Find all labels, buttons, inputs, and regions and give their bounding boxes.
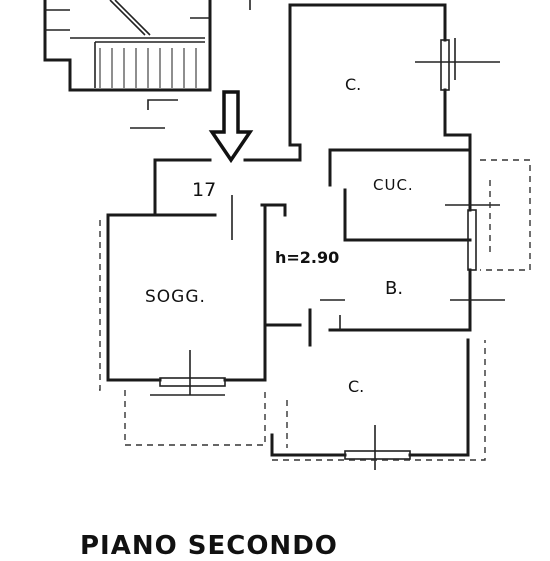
room-label-kitchen: CUC. xyxy=(373,176,414,194)
windows xyxy=(150,38,505,470)
entrance-arrow-icon xyxy=(208,90,254,164)
landing xyxy=(130,99,178,129)
room-label-bedroom-top: C. xyxy=(345,75,361,94)
interior-walls xyxy=(153,148,472,347)
room-label-bathroom: B. xyxy=(385,278,403,299)
exterior-walls xyxy=(106,3,472,457)
room-label-living: SOGG. xyxy=(145,287,206,307)
stairwell xyxy=(43,0,251,92)
ceiling-height: h=2.90 xyxy=(275,248,339,267)
balconies xyxy=(95,159,531,461)
unit-number: 17 xyxy=(192,179,216,201)
floor-title: PIANO SECONDO xyxy=(80,531,338,561)
room-label-bedroom-bottom: C. xyxy=(348,377,364,396)
